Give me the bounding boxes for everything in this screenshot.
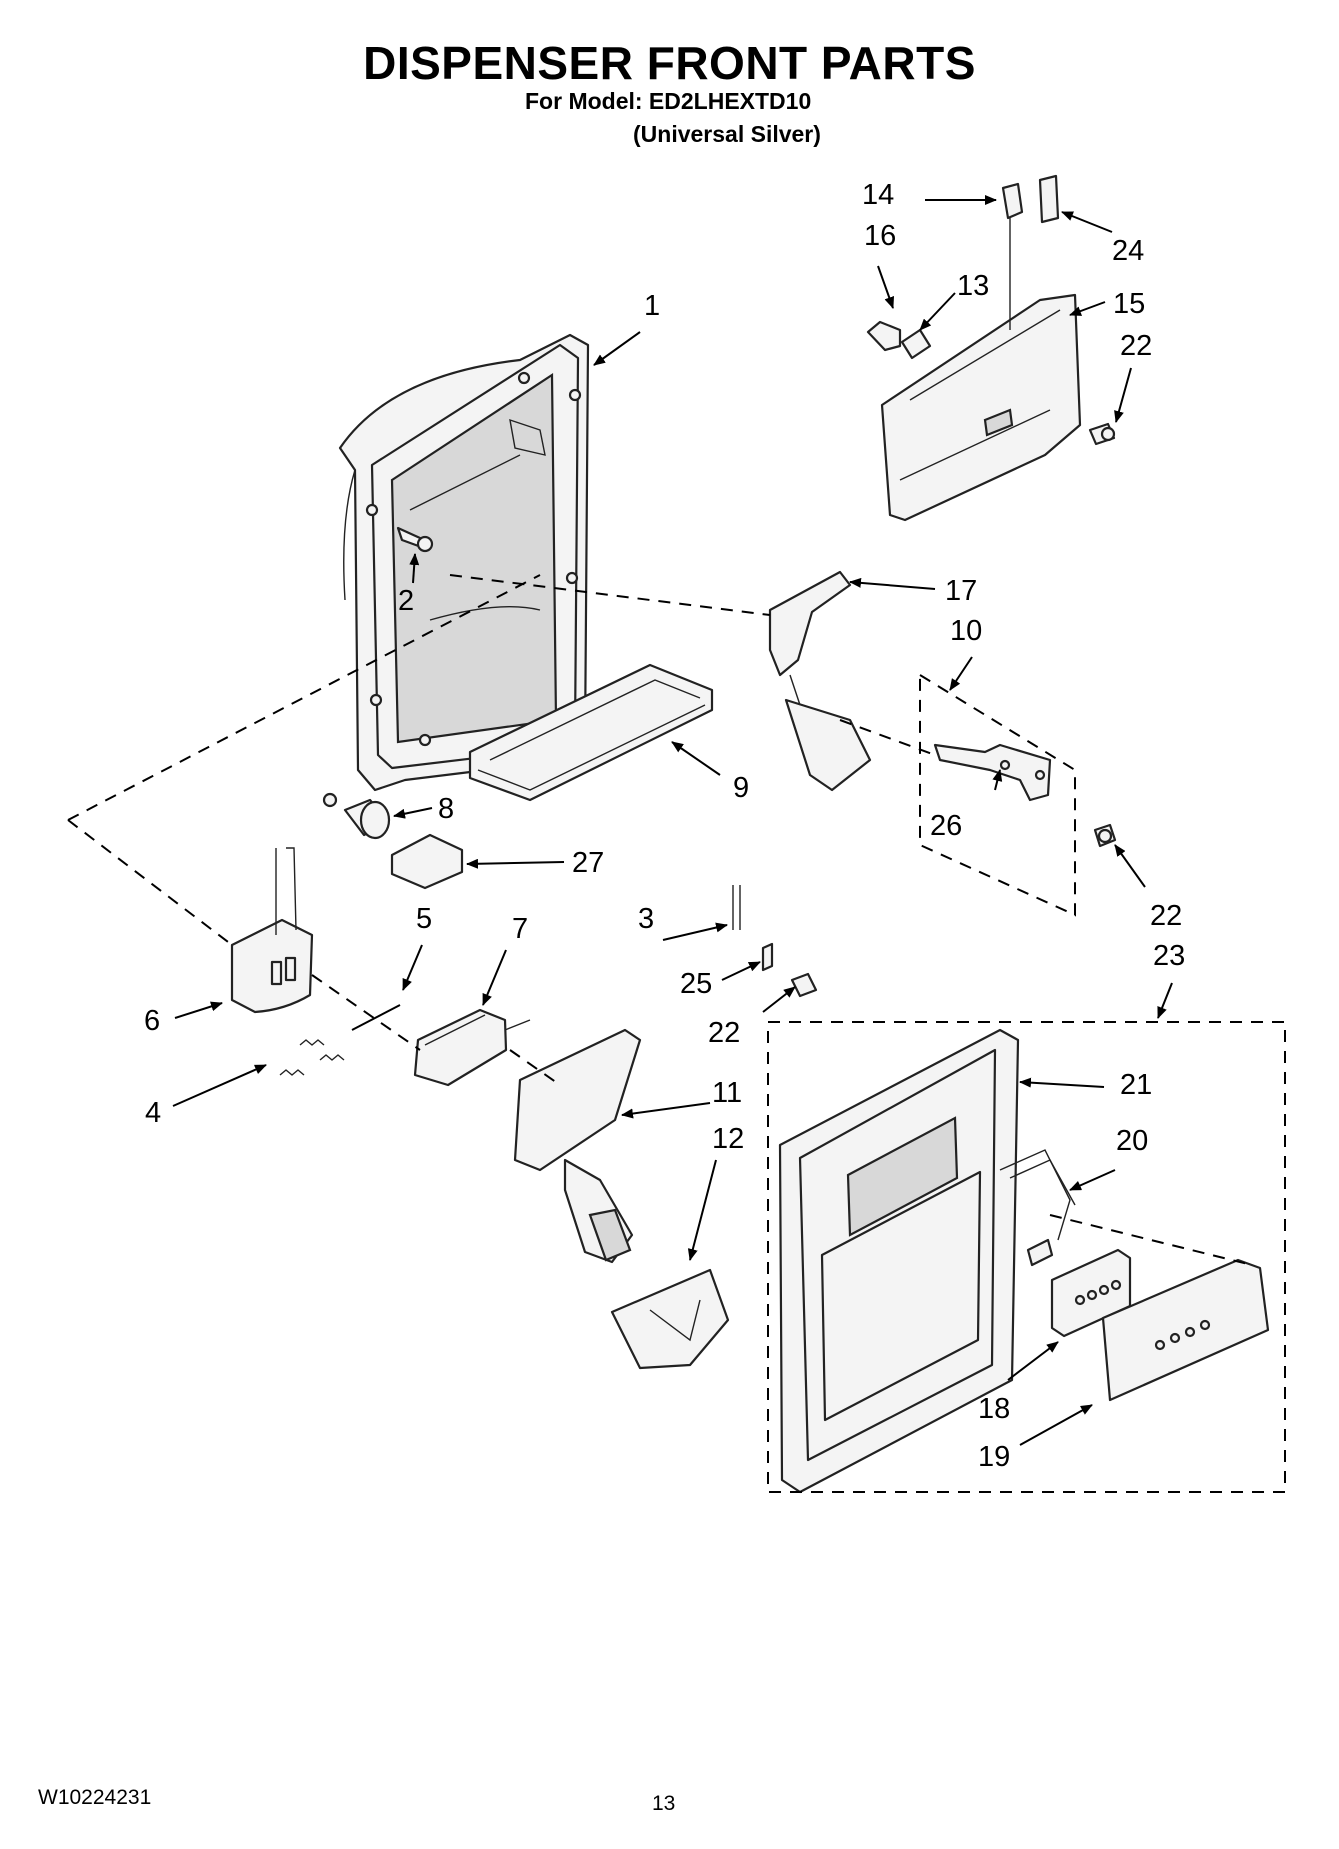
front-trim-part-21	[778, 1028, 1020, 1494]
callout-24: 24	[1112, 235, 1144, 267]
callout-21: 21	[1120, 1069, 1152, 1101]
rod-part-5	[351, 1004, 401, 1031]
callout-20: 20	[1116, 1125, 1148, 1157]
callout-16: 16	[864, 220, 896, 252]
callout-1: 1	[644, 290, 660, 322]
callout-22-center: 22	[708, 1017, 740, 1049]
callout-14: 14	[862, 179, 894, 211]
screw-part-22-right	[1093, 823, 1117, 848]
screw-part-22-top	[1088, 422, 1116, 446]
callout-7: 7	[512, 913, 528, 945]
callout-17: 17	[945, 575, 977, 607]
callout-10: 10	[950, 615, 982, 647]
callout-22-right: 22	[1150, 900, 1182, 932]
callout-6: 6	[144, 1005, 160, 1037]
dashed-box-10	[919, 673, 1076, 917]
callout-22-top: 22	[1120, 330, 1152, 362]
chute-part-12	[610, 1268, 730, 1370]
callout-5: 5	[416, 903, 432, 935]
color-line: (Universal Silver)	[633, 121, 821, 147]
cover-part-27	[390, 833, 464, 890]
wire-harness-part-20	[999, 1149, 1076, 1267]
valve-lever-part-26	[933, 743, 1052, 802]
callout-3: 3	[638, 903, 654, 935]
socket-part-13	[900, 328, 932, 360]
control-overlay-part-19	[1101, 1258, 1270, 1402]
model-line: For Model: ED2LHEXTD10	[525, 88, 812, 114]
drip-tray-part	[468, 663, 714, 802]
callout-11: 11	[712, 1077, 742, 1109]
callout-25: 25	[680, 968, 712, 1000]
page-title: DISPENSER FRONT PARTS	[363, 37, 976, 89]
callout-9: 9	[733, 772, 749, 804]
document-number: W10224231	[38, 1786, 152, 1809]
callout-12: 12	[712, 1123, 744, 1155]
actuator-part-7	[413, 1008, 531, 1087]
screw-part-2	[396, 526, 434, 553]
callout-26: 26	[930, 810, 962, 842]
callout-18: 18	[978, 1393, 1010, 1425]
module-part-6	[230, 847, 314, 1014]
gasket-part-24	[1038, 174, 1060, 224]
callout-13: 13	[957, 270, 989, 302]
callout-numbers: 1 2 3 4 5 6 7 8 9 10 11 12 13 14 15 16 1…	[144, 179, 1185, 1473]
housing-frame-part	[338, 333, 590, 792]
assembly-dash-lines	[67, 574, 1253, 1266]
switch-part-14	[1001, 182, 1024, 330]
bulb-part-16	[866, 320, 902, 352]
callout-15: 15	[1113, 288, 1145, 320]
callout-8: 8	[438, 793, 454, 825]
leader-lines	[172, 195, 1173, 1446]
callout-4: 4	[145, 1097, 161, 1129]
ice-paddle-housing-part	[513, 1028, 642, 1264]
callout-23: 23	[1153, 940, 1185, 972]
callout-19: 19	[978, 1441, 1010, 1473]
light-housing-part-15	[880, 293, 1082, 522]
callout-2: 2	[398, 585, 414, 617]
callout-27: 27	[572, 847, 604, 879]
dashed-box-23	[767, 1021, 1286, 1493]
page-number: 13	[652, 1792, 676, 1815]
small-parts-3-25-22	[732, 885, 818, 998]
component-part-8	[322, 792, 391, 840]
springs-part-4	[279, 1039, 345, 1076]
water-lever-part-17	[768, 570, 872, 792]
